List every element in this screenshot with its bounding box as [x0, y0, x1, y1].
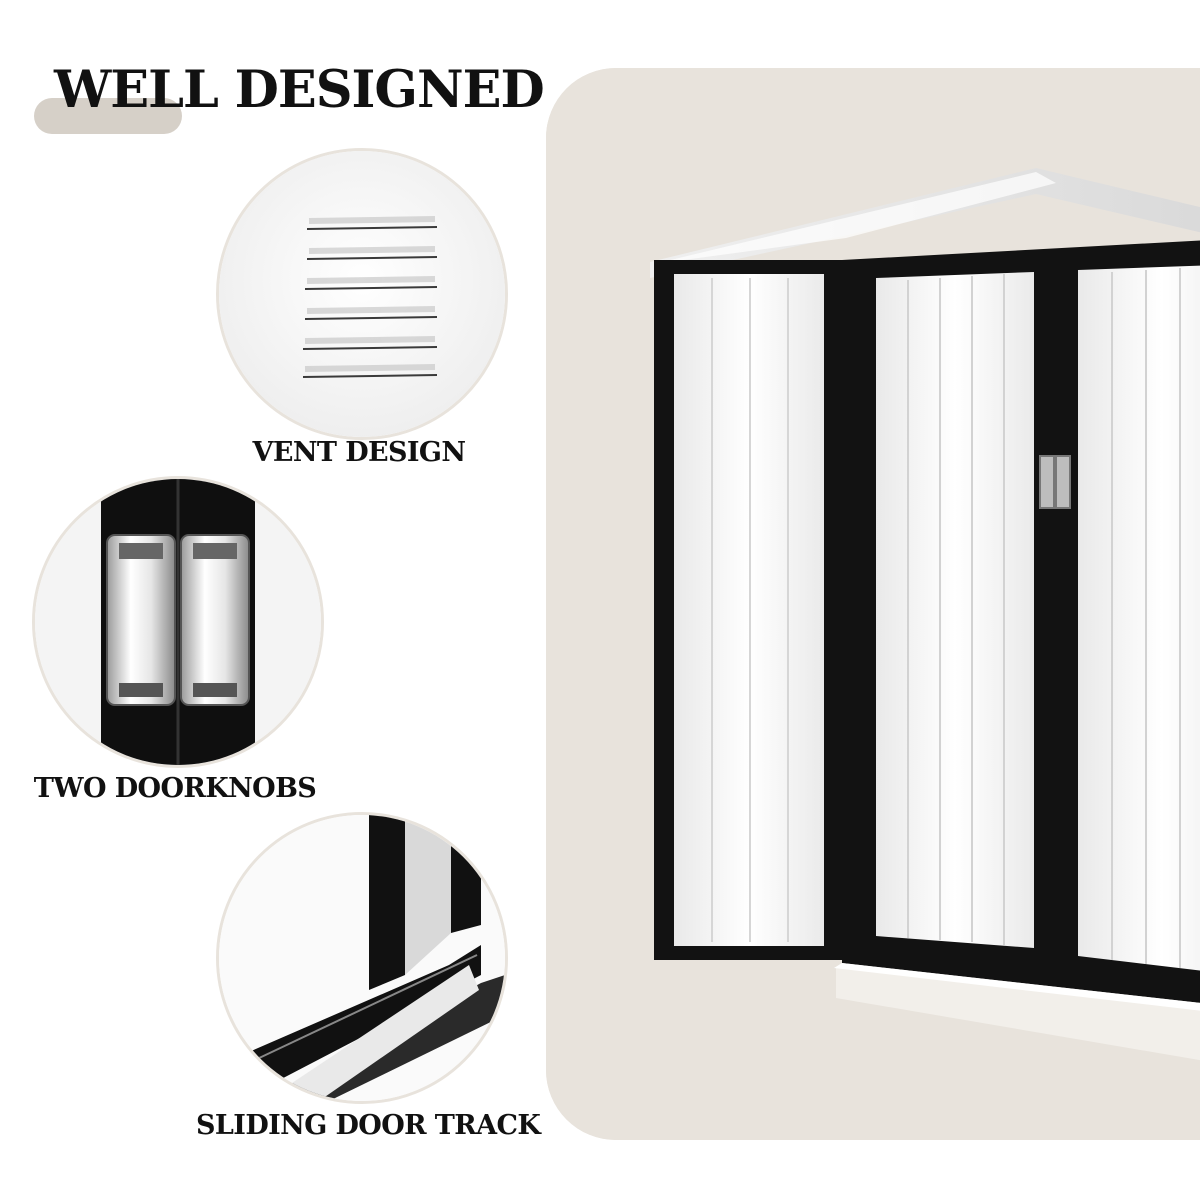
doorknob-icon	[35, 479, 321, 765]
shed-illustration	[546, 68, 1200, 1140]
doorknobs-caption: TWO DOORKNOBS	[33, 773, 317, 804]
door-track-caption: SLIDING DOOR TRACK	[196, 1110, 541, 1141]
ground-shadow	[836, 968, 1200, 1061]
shed-roof	[650, 168, 1200, 278]
vent-design-caption: VENT DESIGN	[252, 437, 467, 468]
shed-right-door	[1078, 265, 1200, 971]
shed-handle-right	[1055, 455, 1071, 509]
heading-block: WELL DESIGNED	[34, 60, 545, 140]
door-track-photo	[216, 812, 508, 1104]
vent-design-photo	[216, 148, 508, 440]
page-title: WELL DESIGNED	[54, 60, 545, 120]
shed-handle-left	[1039, 455, 1055, 509]
heading-accent-swatch	[34, 98, 182, 134]
vent-icon	[219, 151, 505, 437]
doorknobs-photo	[32, 476, 324, 768]
door-track-icon	[219, 815, 505, 1101]
shed-left-door	[876, 272, 1034, 948]
shed-photo-panel	[546, 68, 1200, 1140]
